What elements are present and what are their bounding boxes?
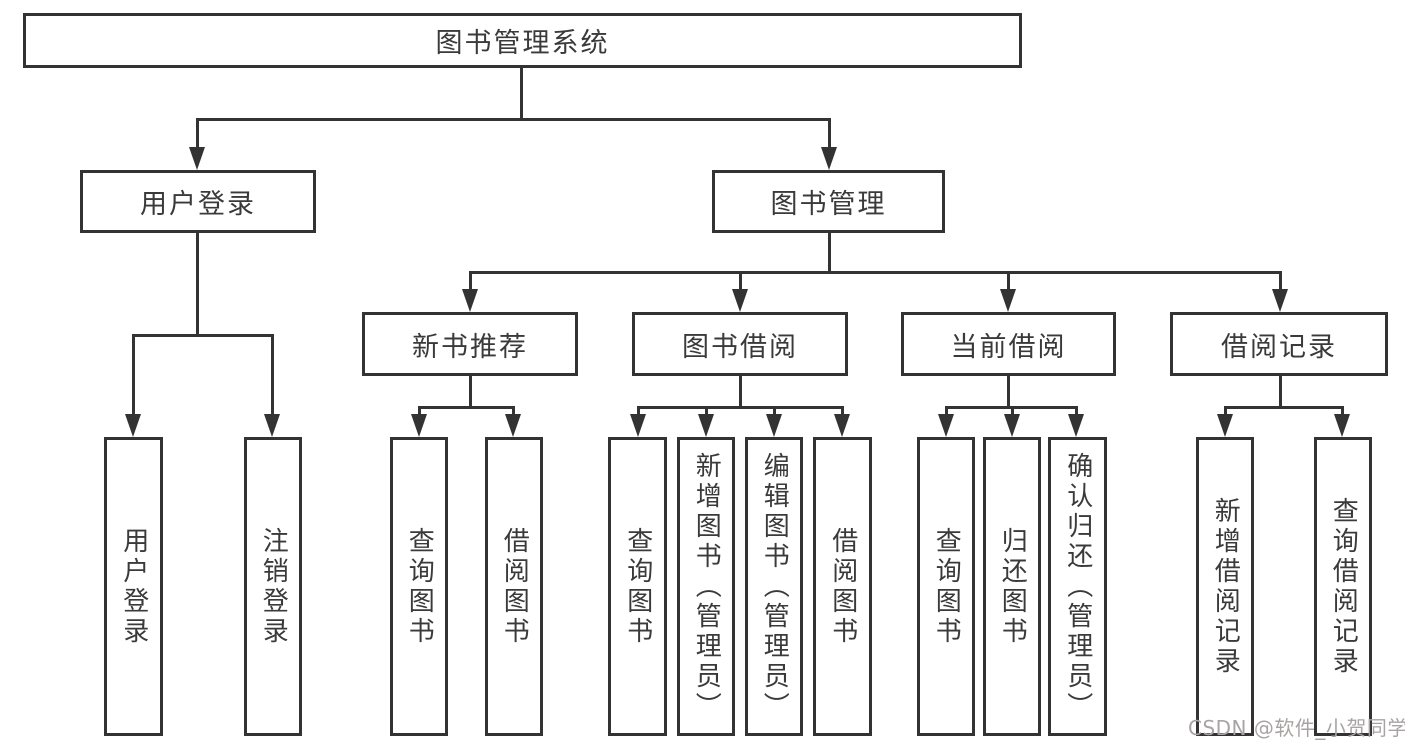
arrowhead-down-g5-1 bbox=[1217, 414, 1233, 437]
arrowhead-down-g4-2 bbox=[1004, 414, 1020, 437]
arrowhead-down-g4-1 bbox=[938, 414, 954, 437]
connector-new-book-branch bbox=[418, 406, 515, 409]
leaf-return-books-label: 归还图书 bbox=[997, 526, 1028, 647]
connector-current-borrow-stem bbox=[1007, 376, 1010, 406]
leaf-add-books-admin-label: 新增图书（管理员） bbox=[691, 451, 722, 722]
connector-drop-g3-1 bbox=[637, 406, 640, 416]
leaf-borrow-books-label: 借阅图书 bbox=[827, 526, 858, 647]
leaf-logout-label: 注销登录 bbox=[258, 526, 289, 647]
connector-drop-book-borrow bbox=[739, 271, 742, 290]
leaf-query-borrow-record-label: 查询借阅记录 bbox=[1328, 496, 1359, 677]
leaf-user-login-label: 用户登录 bbox=[118, 526, 149, 647]
arrowhead-down-g2-1 bbox=[411, 414, 427, 437]
connector-book-borrow-stem bbox=[739, 376, 742, 406]
connector-drop-book-management bbox=[828, 118, 831, 150]
node-book-borrow: 图书借阅 bbox=[632, 312, 848, 376]
leaf-edit-books-admin: 编辑图书（管理员） bbox=[745, 437, 803, 736]
leaf-confirm-return-admin-label: 确认归还（管理员） bbox=[1062, 451, 1093, 722]
connector-borrow-records-stem bbox=[1279, 376, 1282, 406]
connector-borrow-records-branch bbox=[1224, 406, 1344, 409]
node-book-management: 图书管理 bbox=[712, 170, 945, 233]
connector-drop-g5-1 bbox=[1224, 406, 1227, 416]
connector-drop-g4-1 bbox=[945, 406, 948, 416]
leaf-add-borrow-record-label: 新增借阅记录 bbox=[1210, 496, 1241, 677]
connector-book-management-stem bbox=[828, 233, 831, 271]
connector-level3-branch bbox=[469, 271, 1281, 274]
arrowhead-down-g3-3 bbox=[766, 414, 782, 437]
connector-user-login-stem bbox=[196, 233, 199, 334]
node-user-login-label: 用户登录 bbox=[140, 189, 256, 220]
connector-root-stem bbox=[520, 68, 523, 118]
leaf-query-books-recommend: 查询图书 bbox=[390, 437, 448, 736]
leaf-confirm-return-admin: 确认归还（管理员） bbox=[1048, 437, 1107, 736]
connector-drop-g4-2 bbox=[1011, 406, 1014, 416]
connector-drop-g5-2 bbox=[1341, 406, 1344, 416]
leaf-query-books-current: 查询图书 bbox=[917, 437, 975, 736]
leaf-query-books-borrow-label: 查询图书 bbox=[622, 526, 653, 647]
csdn-watermark: CSDN @软件_小贺同学 bbox=[1188, 716, 1405, 740]
leaf-return-books: 归还图书 bbox=[983, 437, 1041, 736]
node-borrow-records-label: 借阅记录 bbox=[1221, 331, 1337, 363]
node-current-borrow-label: 当前借阅 bbox=[950, 331, 1067, 363]
node-library-system: 图书管理系统 bbox=[23, 13, 1022, 68]
arrowhead-down-g4-3 bbox=[1068, 414, 1084, 437]
connector-drop-borrow-records bbox=[1279, 271, 1282, 290]
node-book-management-label: 图书管理 bbox=[770, 189, 887, 220]
node-user-login: 用户登录 bbox=[80, 170, 316, 233]
connector-drop-user-login bbox=[196, 118, 199, 150]
arrowhead-down-book-borrow bbox=[732, 289, 748, 312]
arrowhead-down-book-management bbox=[821, 147, 837, 170]
connector-drop-g2-2 bbox=[512, 406, 515, 416]
connector-drop-g4-3 bbox=[1075, 406, 1078, 416]
leaf-logout: 注销登录 bbox=[244, 437, 302, 736]
arrowhead-down-g3-2 bbox=[698, 414, 714, 437]
leaf-borrow-books: 借阅图书 bbox=[813, 437, 872, 736]
connector-drop-new-book bbox=[469, 271, 472, 290]
leaf-add-borrow-record: 新增借阅记录 bbox=[1196, 437, 1254, 736]
leaf-borrow-books-recommend-label: 借阅图书 bbox=[499, 526, 530, 647]
arrowhead-down-g3-1 bbox=[630, 414, 646, 437]
connector-user-login-branch bbox=[132, 334, 273, 337]
arrowhead-down-leaf-login bbox=[125, 414, 141, 437]
connector-drop-leaf-logout bbox=[271, 334, 274, 415]
arrowhead-down-g3-4 bbox=[834, 414, 850, 437]
arrowhead-down-borrow-records bbox=[1272, 289, 1288, 312]
node-current-borrow: 当前借阅 bbox=[901, 312, 1116, 376]
arrowhead-down-leaf-logout bbox=[264, 414, 280, 437]
leaf-query-borrow-record: 查询借阅记录 bbox=[1314, 437, 1372, 736]
leaf-query-books-borrow: 查询图书 bbox=[608, 437, 667, 736]
leaf-borrow-books-recommend: 借阅图书 bbox=[485, 437, 543, 736]
connector-new-book-stem bbox=[469, 376, 472, 406]
connector-book-borrow-branch bbox=[637, 406, 844, 409]
arrowhead-down-g2-2 bbox=[505, 414, 521, 437]
node-borrow-records: 借阅记录 bbox=[1170, 312, 1388, 376]
connector-drop-g3-3 bbox=[773, 406, 776, 416]
arrowhead-down-g5-2 bbox=[1334, 414, 1350, 437]
node-new-book-recommend: 新书推荐 bbox=[362, 312, 578, 376]
connector-drop-current-borrow bbox=[1007, 271, 1010, 290]
arrowhead-down-current-borrow bbox=[1000, 289, 1016, 312]
arrowhead-down-user-login bbox=[189, 147, 205, 170]
leaf-query-books-recommend-label: 查询图书 bbox=[404, 526, 435, 647]
connector-drop-g3-4 bbox=[841, 406, 844, 416]
leaf-query-books-current-label: 查询图书 bbox=[931, 526, 962, 647]
arrowhead-down-new-book bbox=[462, 289, 478, 312]
leaf-edit-books-admin-label: 编辑图书（管理员） bbox=[759, 451, 790, 722]
connector-drop-g2-1 bbox=[418, 406, 421, 416]
leaf-user-login: 用户登录 bbox=[104, 437, 163, 736]
connector-root-branch bbox=[196, 118, 831, 121]
connector-drop-g3-2 bbox=[705, 406, 708, 416]
connector-drop-leaf-login bbox=[132, 334, 135, 415]
node-book-borrow-label: 图书借阅 bbox=[682, 331, 798, 363]
node-new-book-recommend-label: 新书推荐 bbox=[412, 331, 528, 363]
leaf-add-books-admin: 新增图书（管理员） bbox=[677, 437, 735, 736]
node-library-system-label: 图书管理系统 bbox=[435, 28, 610, 59]
